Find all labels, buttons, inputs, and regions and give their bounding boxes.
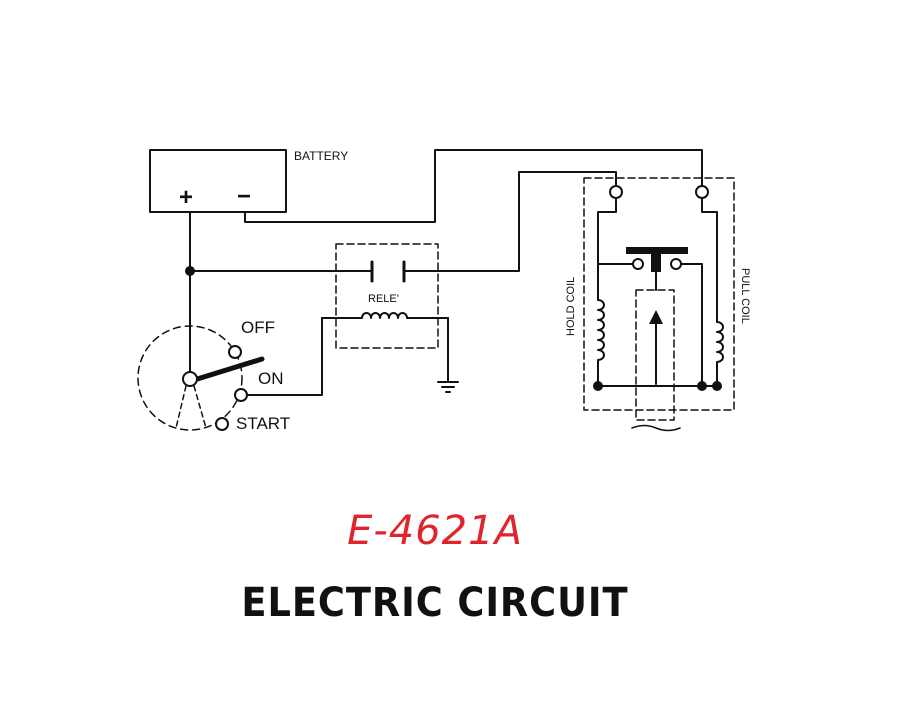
pull-coil-label: PULL COIL bbox=[739, 268, 751, 324]
contact-start bbox=[215, 417, 229, 431]
hold-coil bbox=[597, 299, 605, 387]
bus-dot-2 bbox=[697, 381, 707, 391]
wire-relay-solenoid bbox=[403, 171, 617, 272]
battery-plus-label: + bbox=[179, 184, 193, 211]
solenoid-terminal-left bbox=[609, 185, 623, 199]
disk-contact-right bbox=[670, 258, 682, 270]
disk-contact-bar bbox=[626, 247, 688, 254]
wire-battery-negative bbox=[244, 149, 703, 223]
wire-terminal-left-down bbox=[597, 197, 617, 301]
wire-coil-on bbox=[247, 317, 323, 396]
diagram-title: ELECTRIC CIRCUIT bbox=[241, 580, 629, 626]
key-switch-start-guide bbox=[175, 385, 207, 429]
key-switch-lever bbox=[191, 356, 265, 383]
key-switch-outline bbox=[137, 325, 243, 431]
battery-box bbox=[149, 149, 287, 213]
solenoid-terminal-right bbox=[695, 185, 709, 199]
key-switch-pivot bbox=[182, 371, 198, 387]
switch-on-label: ON bbox=[258, 369, 284, 388]
relay-coil bbox=[321, 312, 449, 319]
pull-coil bbox=[716, 321, 724, 387]
disk-contact-left bbox=[632, 258, 644, 270]
plunger-arrow-head bbox=[649, 310, 663, 324]
contact-on bbox=[234, 388, 248, 402]
relay-label: RELE' bbox=[368, 293, 399, 305]
wire-terminal-right-down bbox=[701, 197, 718, 323]
diagram-code: E-4621A bbox=[347, 508, 523, 554]
hold-coil-label: HOLD COIL bbox=[565, 277, 577, 336]
solenoid-box bbox=[583, 177, 735, 411]
bus-dot-1 bbox=[593, 381, 603, 391]
battery-label: BATTERY bbox=[294, 149, 348, 163]
plunger-shaft-break bbox=[631, 424, 681, 432]
battery-minus-label: − bbox=[237, 183, 251, 210]
switch-off-label: OFF bbox=[241, 318, 275, 337]
disk-contact-stem bbox=[651, 254, 661, 272]
junction-dot bbox=[185, 266, 195, 276]
bus-dot-3 bbox=[712, 381, 722, 391]
solenoid-plunger bbox=[635, 289, 675, 421]
wire-pull-coil-top-tap bbox=[679, 263, 703, 387]
switch-start-label: START bbox=[236, 414, 290, 433]
contact-off bbox=[228, 345, 242, 359]
relay-box bbox=[335, 243, 439, 349]
